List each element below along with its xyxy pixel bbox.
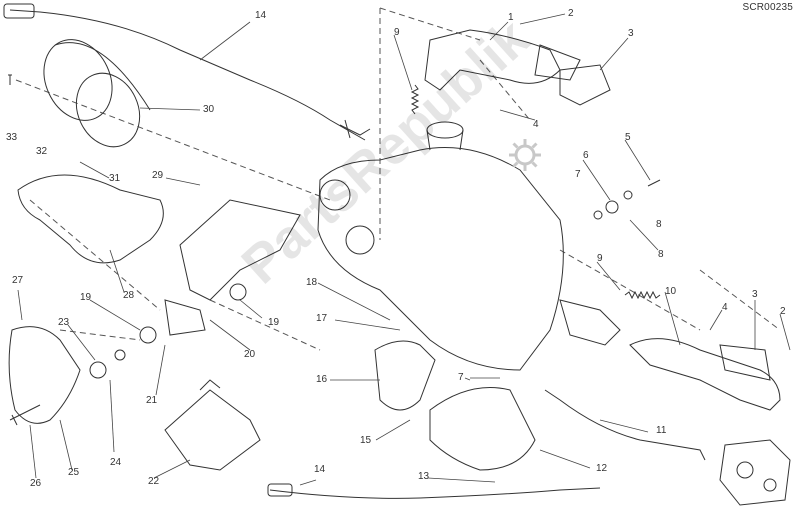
muffler-outlet-1 [319,179,351,211]
leader-lines [17,13,791,486]
part-label-10: 10 [665,286,677,297]
part-label-11: 11 [656,425,667,436]
spring-top [410,84,420,115]
muffler-body [317,147,564,371]
part-label-8: 8 [656,219,662,230]
part-label-33: 33 [6,132,18,143]
gasket-3-top [559,64,611,106]
part-label-9: 9 [394,27,400,38]
rubber-mount-3 [229,283,247,301]
part-label-32: 32 [36,146,48,157]
part-label-7: 7 [575,169,581,180]
part-label-8: 8 [658,249,664,260]
assembly-guides [15,7,781,351]
part-label-6: 6 [583,150,589,161]
part-label-19: 19 [80,292,92,303]
muffler-cap-outer [43,39,113,121]
part-label-18: 18 [306,277,318,288]
muffler-outlet-2 [345,225,375,255]
part-label-2: 2 [568,8,574,19]
bolt-5 [647,179,661,187]
part-label-28: 28 [123,290,135,301]
rubber-mount-1 [139,326,157,344]
heat-shield-12 [429,387,536,471]
washer-6 [605,200,619,214]
part-label-16: 16 [316,374,328,385]
gasket-flange-top [534,44,581,81]
gasket-flange-right [719,344,771,381]
part-label-14: 14 [255,10,267,21]
part-label-29: 29 [152,170,164,181]
gear-icon [509,139,541,171]
part-label-22: 22 [148,476,160,487]
part-label-3: 3 [752,289,758,300]
part-label-5: 5 [625,132,631,143]
exhaust-valve-actuator [719,439,791,506]
skid-guard [164,389,261,471]
part-label-17: 17 [316,313,328,324]
header-pipe-right [629,338,781,411]
part-label-12: 12 [596,463,608,474]
part-label-20: 20 [244,349,256,360]
part-label-26: 26 [30,478,42,489]
part-label-21: 21 [146,395,158,406]
exhaust-cable-bottom [269,487,601,499]
bolt-26 [9,404,41,426]
rubber-mount-2 [89,361,107,379]
spring-right [624,290,661,300]
bolt-33 [8,74,12,85]
part-label-13: 13 [418,471,430,482]
part-label-25: 25 [68,467,80,478]
part-label-23: 23 [58,317,70,328]
exhaust-cable-top [9,9,366,141]
part-label-7: 7 [458,372,464,383]
part-label-30: 30 [203,104,215,115]
part-label-9: 9 [597,253,603,264]
reference-code: SCR00235 [742,2,793,13]
part-label-4: 4 [533,119,539,130]
part-label-19: 19 [268,317,280,328]
muffler-cap-inner [75,72,141,148]
part-label-15: 15 [360,435,372,446]
part-label-14: 14 [314,464,326,475]
part-label-1: 1 [508,12,514,23]
part-label-4: 4 [722,302,728,313]
part-label-31: 31 [109,173,121,184]
part-label-24: 24 [110,457,122,468]
part-label-2: 2 [780,306,786,317]
cable-connector-top [3,3,35,19]
cable-connector-bottom [267,483,293,497]
bracket [179,199,301,301]
heat-shield-lower [8,326,81,424]
heat-shield-mid [374,340,436,411]
part-label-27: 27 [12,275,24,286]
cable-11 [544,389,706,461]
heat-guard-upper [17,174,164,264]
part-label-3: 3 [628,28,634,39]
